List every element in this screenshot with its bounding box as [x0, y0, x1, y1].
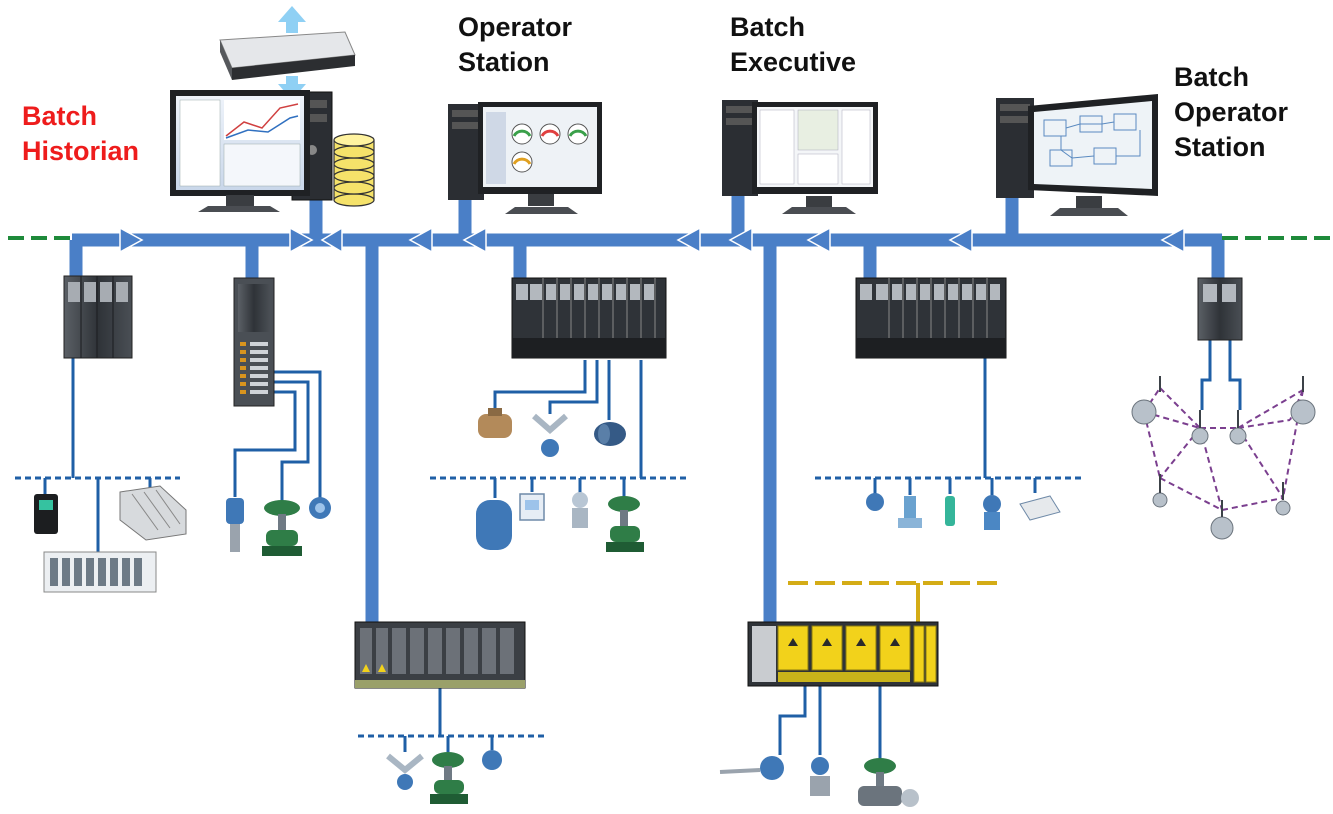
wireless-transmitter-icon [1131, 399, 1316, 540]
control-valve-icon [262, 500, 302, 556]
field-wiring [15, 340, 1242, 760]
batch-executive-workstation [722, 100, 878, 214]
transmitter-icon [226, 498, 244, 552]
batch-historian-label-line-2: Historian [22, 136, 140, 166]
batch-historian-label-line-1: Batch [22, 101, 98, 131]
monitor-icon [752, 102, 878, 214]
analyzer-icon [519, 493, 545, 521]
batch-executive-label-line-2: Executive [730, 47, 857, 77]
flow-meter-icon [386, 753, 424, 790]
flow-meter-icon [532, 413, 568, 457]
io-module-icon [1019, 495, 1061, 521]
control-valve-icon [606, 496, 644, 552]
controller-rack-icon [511, 277, 667, 359]
remote-io-panel-icon [43, 551, 157, 593]
controller-rack-icon [63, 275, 133, 359]
gateway-appliance-icon [219, 6, 356, 100]
temperature-transmitter-icon [719, 756, 784, 780]
pressure-transmitter-icon [810, 757, 830, 796]
safety-system-icon [747, 621, 939, 687]
batch-operator-station-label-line-1: Batch [1174, 62, 1250, 92]
level-transmitter-icon [898, 496, 922, 528]
wireless-gateway-icon [1197, 277, 1243, 341]
wireless-antennas [1159, 376, 1304, 517]
monitor-icon [1028, 94, 1158, 216]
io-module-icon [354, 621, 526, 689]
operator-station-label-line-2: Station [458, 47, 550, 77]
switch-icon [945, 496, 955, 526]
variable-frequency-drive-icon [34, 494, 58, 534]
transmitter-icon [572, 492, 588, 528]
monitor-icon [170, 90, 310, 212]
transmitter-icon [866, 493, 884, 511]
control-valve-icon [478, 408, 512, 438]
workstation-tower-icon [996, 98, 1034, 198]
transmitter-icon [476, 500, 512, 550]
batch-operator-station-label-line-2: Operator [1174, 97, 1289, 127]
controller-rack-icon [855, 277, 1007, 359]
batch-executive-label: Batch Executive [730, 10, 856, 80]
operator-station-label: Operator Station [458, 10, 572, 80]
operator-station-label-line-1: Operator [458, 12, 573, 42]
transmitter-icon [309, 497, 331, 519]
batch-executive-label-line-1: Batch [730, 12, 806, 42]
historian-workstation [170, 90, 375, 212]
io-module-icon [119, 485, 187, 541]
operator-station-workstation [448, 102, 602, 214]
safety-network [788, 581, 1000, 622]
batch-operator-station-label-line-3: Station [1174, 132, 1266, 162]
batch-operator-station-label: Batch Operator Station [1174, 60, 1288, 165]
io-module-icon [233, 277, 275, 407]
control-valve-icon [430, 752, 468, 804]
batch-operator-station-workstation [996, 94, 1158, 216]
plant-network-backbone [69, 190, 1225, 622]
control-valve-icon [858, 758, 919, 807]
wireless-mesh [1143, 387, 1304, 511]
monitor-icon [478, 102, 602, 214]
batch-historian-label: Batch Historian [22, 99, 139, 169]
flow-meter-icon [983, 495, 1001, 530]
motor-icon [594, 422, 626, 446]
transmitter-icon [482, 750, 502, 770]
database-stack-icon [333, 133, 375, 207]
